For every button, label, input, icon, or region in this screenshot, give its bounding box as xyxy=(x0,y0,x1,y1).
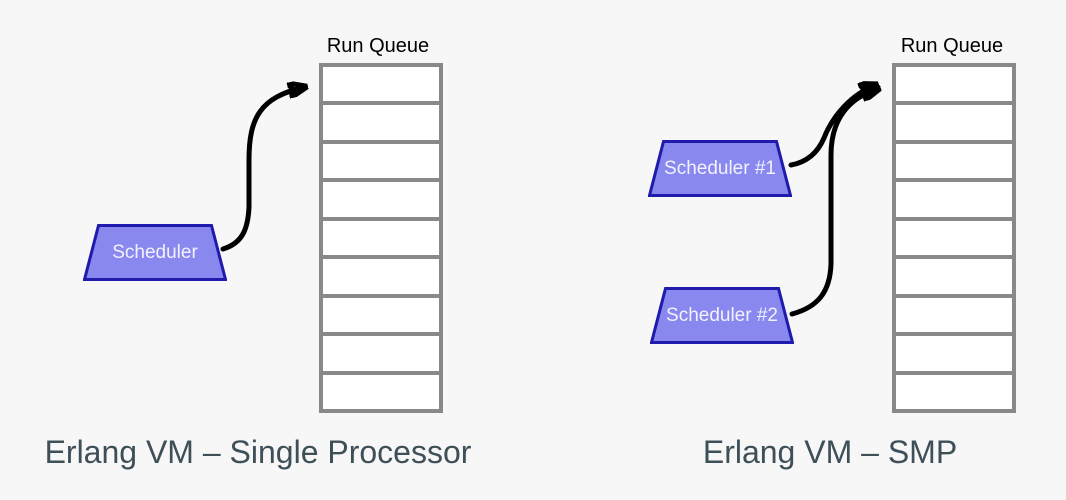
run-queue-right xyxy=(892,63,1016,413)
scheduler-node-1: Scheduler #1 xyxy=(648,140,792,197)
queue-cell xyxy=(323,182,439,217)
queue-cell xyxy=(896,297,1012,333)
queue-cell xyxy=(323,105,439,140)
queue-cell xyxy=(323,259,439,294)
queue-cell xyxy=(323,220,439,256)
arrow-scheduler-to-queue xyxy=(220,87,305,252)
queue-cell xyxy=(896,374,1012,409)
queue-cell xyxy=(323,143,439,179)
arrow-scheduler1-to-queue xyxy=(788,85,876,168)
arrow-scheduler2-to-queue xyxy=(789,89,878,317)
queue-cell xyxy=(323,67,439,102)
queue-cell xyxy=(896,259,1012,294)
queue-cell xyxy=(896,336,1012,371)
caption-smp: Erlang VM – SMP xyxy=(702,434,958,470)
scheduler-label: Scheduler #1 xyxy=(664,157,776,179)
queue-cell xyxy=(896,220,1012,256)
run-queue-left xyxy=(319,63,443,413)
trapezoid-shape xyxy=(650,287,794,344)
queue-cell xyxy=(896,105,1012,140)
queue-cell xyxy=(323,374,439,409)
trapezoid-shape xyxy=(83,224,227,281)
queue-cell xyxy=(896,67,1012,102)
queue-cell xyxy=(896,182,1012,217)
run-queue-title-left: Run Queue xyxy=(326,35,430,57)
queue-cell xyxy=(323,336,439,371)
queue-cell xyxy=(896,143,1012,179)
run-queue-title-right: Run Queue xyxy=(900,35,1004,57)
scheduler-label: Scheduler xyxy=(112,241,198,263)
scheduler-node-2: Scheduler #2 xyxy=(650,287,794,344)
scheduler-label: Scheduler #2 xyxy=(666,304,778,326)
caption-single-processor: Erlang VM – Single Processor xyxy=(44,434,472,470)
queue-cell xyxy=(323,297,439,333)
scheduler-node-single: Scheduler xyxy=(83,224,227,281)
